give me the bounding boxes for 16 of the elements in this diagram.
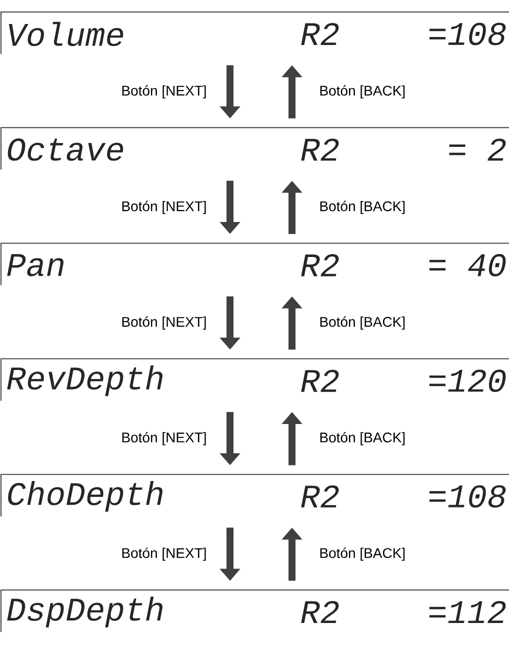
lcd-display: ChoDepth R2 =108 <box>0 474 509 517</box>
edge-label: Botón [BACK] <box>320 200 405 214</box>
edge-label: Botón [BACK] <box>320 432 405 446</box>
edge-label: Botón [NEXT] <box>122 85 206 98</box>
lcd-display: DspDepth R2 =112 <box>0 590 509 632</box>
edge-label: Botón [NEXT] <box>122 432 206 446</box>
edge-label: Botón [BACK] <box>320 548 405 561</box>
lcd-display: Volume R2 =108 <box>0 12 509 54</box>
edge-label: Botón [NEXT] <box>122 200 206 214</box>
edge-label: Botón [BACK] <box>320 316 405 330</box>
edge-label: Botón [NEXT] <box>122 316 206 330</box>
lcd-display: Octave R2 = 2 <box>0 127 509 170</box>
edge-label: Botón [NEXT] <box>122 548 206 561</box>
lcd-display: Pan R2 = 40 <box>0 242 509 286</box>
edge-label: Botón [BACK] <box>320 85 405 98</box>
lcd-display: RevDepth R2 =120 <box>0 358 509 402</box>
